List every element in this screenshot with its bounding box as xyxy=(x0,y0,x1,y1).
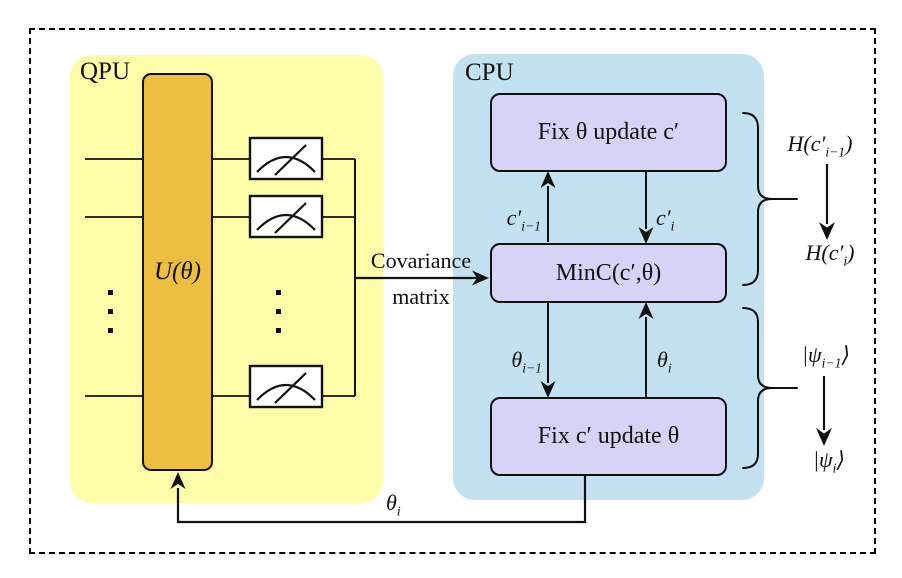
min-cost-label: MinC(c′,θ) xyxy=(555,259,662,286)
fix-theta-update-c-box: Fix θ update c′ xyxy=(490,93,727,172)
label-c-cur: c′i xyxy=(656,205,675,234)
qpu-panel: QPU xyxy=(70,55,383,503)
min-cost-box: MinC(c′,θ) xyxy=(490,243,727,303)
fix-c-update-theta-label: Fix c′ update θ xyxy=(537,423,680,449)
label-feedback-theta: θi xyxy=(386,490,401,519)
label-psi-prev: |ψi−1⟩ xyxy=(801,342,851,371)
unitary-gate-label: U(θ) xyxy=(154,258,201,285)
label-h-prev: H(c′i−1) xyxy=(787,131,853,160)
outer-dashed-frame xyxy=(29,28,876,554)
qpu-label: QPU xyxy=(80,58,131,85)
fix-c-update-theta-box: Fix c′ update θ xyxy=(490,397,727,476)
label-c-prev: c′i−1 xyxy=(506,205,541,234)
label-psi-cur: |ψi⟩ xyxy=(812,447,846,476)
cpu-label: CPU xyxy=(465,59,514,86)
label-h-cur: H(c′i) xyxy=(805,240,855,269)
covariance-label-line2: matrix xyxy=(392,284,450,309)
covariance-label-line1: Covariance xyxy=(370,248,472,273)
label-theta-cur: θi xyxy=(657,347,672,376)
label-theta-prev: θi−1 xyxy=(511,347,542,376)
unitary-gate-box: U(θ) xyxy=(142,73,213,471)
fix-theta-update-c-label: Fix θ update c′ xyxy=(537,119,680,145)
